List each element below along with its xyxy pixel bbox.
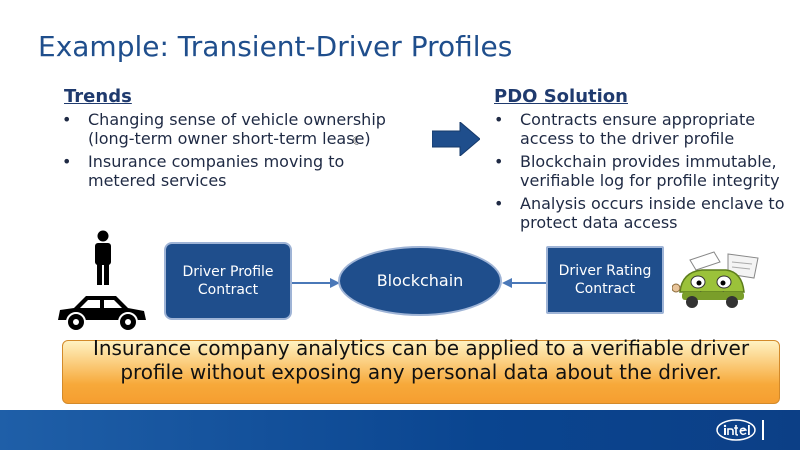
insurance-car-mascot-icon	[672, 251, 759, 308]
driver-rating-contract-box: Driver Rating Contract	[546, 246, 664, 314]
summary-banner-text: Insurance company analytics can be appli…	[92, 336, 750, 384]
car-icon	[58, 296, 146, 332]
driver-profile-contract-label: Driver Profile Contract	[182, 264, 274, 298]
person-icon	[95, 230, 111, 285]
footer-divider	[762, 420, 764, 440]
trends-list: Changing sense of vehicle ownership (lon…	[62, 110, 392, 194]
blockchain-ellipse: Blockchain	[338, 246, 502, 316]
trends-item-ownership: Changing sense of vehicle ownership (lon…	[62, 110, 392, 148]
trends-item-insurance: Insurance companies moving to metered se…	[62, 152, 392, 190]
arrow-to-blockchain	[292, 278, 340, 288]
intel-logo	[716, 419, 756, 441]
blockchain-label: Blockchain	[376, 271, 464, 290]
pdo-item-blockchain: Blockchain provides immutable, verifiabl…	[494, 152, 800, 190]
moon-glyph-icon: ☾	[352, 134, 363, 148]
slide-title: Example: Transient-Driver Profiles	[38, 30, 513, 63]
arrow-from-rating	[502, 278, 546, 288]
pdo-list: Contracts ensure appropriate access to t…	[494, 110, 800, 252]
summary-banner	[62, 340, 780, 404]
right-arrow-icon	[432, 122, 480, 156]
driver-profile-contract-box: Driver Profile Contract	[164, 242, 292, 320]
trends-heading: Trends	[64, 86, 132, 107]
pdo-item-enclave: Analysis occurs inside enclave to protec…	[494, 194, 800, 232]
pdo-heading: PDO Solution	[494, 86, 628, 107]
footer-bar	[0, 410, 800, 450]
pdo-item-contracts: Contracts ensure appropriate access to t…	[494, 110, 800, 148]
driver-rating-contract-label: Driver Rating Contract	[558, 263, 652, 297]
